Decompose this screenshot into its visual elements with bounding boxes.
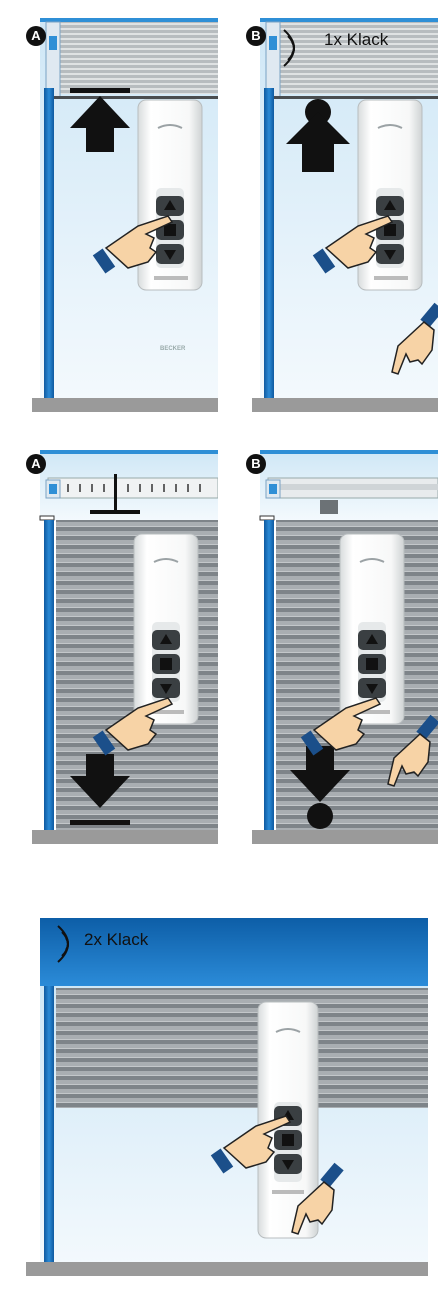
scene-a-down xyxy=(18,450,218,850)
step-b-badge: B xyxy=(246,26,266,46)
panel-b-down: B xyxy=(238,450,438,850)
svg-text:BECKER: BECKER xyxy=(160,346,186,352)
scene-a-up: BECKER xyxy=(18,18,218,414)
scene-b-down xyxy=(238,450,438,850)
klack-once-label: 1x Klack xyxy=(324,30,388,50)
scene-b-up xyxy=(238,18,438,414)
klack-twice-label: 2x Klack xyxy=(84,930,148,950)
panel-b-up: B 1x Klack xyxy=(238,18,438,414)
step-b-badge: B xyxy=(246,454,266,474)
panel-a-down: A xyxy=(18,450,218,850)
panel-double-klack: 2x Klack xyxy=(26,918,428,1280)
step-a-badge: A xyxy=(26,454,46,474)
scene-double-klack xyxy=(26,918,428,1280)
step-a-badge: A xyxy=(26,26,46,46)
panel-a-up: BECKER A xyxy=(18,18,218,414)
